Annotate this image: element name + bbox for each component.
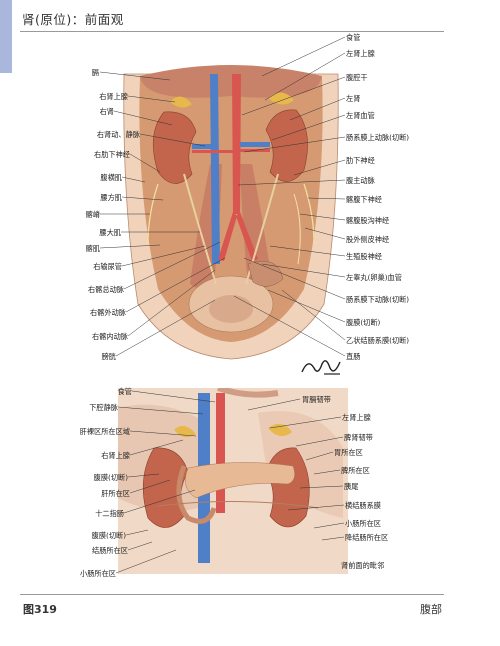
label-diaphragm: 膈 [91,68,99,77]
label-celiac-trunk: 腹腔干 [346,73,368,82]
label-peritoneum-cut: 腹膜(切断) [346,318,381,327]
label-iliac-crest: 髂嵴 [85,210,100,219]
label-b-splenorenal-ligament: 脾肾韧带 [344,433,373,442]
label-b-spleen-area: 脾所在区 [341,466,370,475]
label-b-bare-area-liver: 肝裸区所在区域 [79,427,130,436]
label-sigmoid-mesocolon: 乙状结肠系膜(切断) [346,336,410,345]
label-right-common-iliac-artery: 右髂总动脉 [88,285,124,294]
label-iliacus: 髂肌 [85,244,100,253]
artist-signature [301,360,341,375]
label-lateral-femoral-cutaneous-nerve: 股外侧皮神经 [346,235,390,244]
label-superior-mesenteric-artery: 肠系膜上动脉(切断) [346,133,410,142]
label-esophagus: 食管 [346,33,361,42]
footer-rule [20,594,444,595]
label-b-gastrophrenic-ligament: 胃膈韧带 [302,395,331,404]
label-right-internal-iliac-artery: 右髂内动脉 [92,332,128,341]
label-left-renal-vessels: 左肾血管 [346,111,375,120]
label-left-adrenal: 左肾上腺 [346,49,375,58]
label-right-kidney: 右肾 [99,107,114,116]
label-bladder: 膀胱 [101,352,116,361]
label-abdominal-aorta: 腹主动脉 [346,176,375,185]
label-right-adrenal: 右肾上腺 [99,92,128,101]
figure-number: 图319 [23,603,57,616]
label-quadratus-lumborum: 腰方肌 [100,193,122,202]
label-psoas-major: 腰大肌 [99,228,121,237]
label-iliohypogastric-nerve: 髂腹下神经 [346,195,382,204]
label-rectum: 直肠 [346,352,361,361]
label-subcostal-nerve: 肋下神经 [346,156,375,165]
label-b-ivc: 下腔静脉 [89,403,118,412]
label-b-small-intestine-area-right: 小肠所在区 [345,519,381,528]
label-left-kidney: 左肾 [346,94,361,103]
label-right-renal-vessels: 右肾动、静脉 [96,130,140,139]
bottom-figure-caption: 肾前面的毗邻 [341,561,385,570]
label-b-stomach-area: 胃所在区 [334,448,363,457]
label-b-left-adrenal: 左肾上腺 [342,413,371,422]
bottom-kidney-relations-illustration [118,388,348,574]
header-rule [20,31,444,32]
label-b-peritoneum-cut-1: 腹膜(切断) [93,473,128,482]
label-right-external-iliac-artery: 右髂外动脉 [90,308,126,317]
label-transversus-abdominis: 腹横肌 [100,173,122,182]
label-genitofemoral-nerve: 生殖股神经 [346,252,382,261]
label-b-liver-area: 肝所在区 [101,489,130,498]
label-left-testicular-vessels: 左睾丸(卵巢)血管 [346,273,402,282]
label-right-subcostal-nerve: 右肋下神经 [94,150,130,159]
label-b-peritoneum-cut-2: 腹膜(切断) [91,531,126,540]
label-b-descending-colon-area: 降结肠所在区 [345,533,389,542]
label-b-esophagus: 食管 [117,387,132,396]
chapter-tab [0,0,12,73]
label-b-pancreas-tail: 胰尾 [344,482,359,491]
label-b-right-adrenal: 右肾上腺 [101,451,130,460]
page-title: 肾(原位)：前面观 [22,12,124,27]
label-b-colon-area: 结肠所在区 [92,546,128,555]
top-kidney-illustration [123,65,339,360]
label-b-duodenum: 十二指肠 [95,509,124,518]
section-name: 腹部 [420,603,442,616]
label-inferior-mesenteric-artery: 肠系膜下动脉(切断) [346,295,410,304]
label-b-transverse-mesocolon: 横结肠系膜 [345,501,381,510]
label-ilioinguinal-nerve: 髂腹股沟神经 [346,216,390,225]
label-right-ureter: 右输尿管 [93,262,122,271]
label-b-small-intestine-area: 小肠所在区 [80,569,116,578]
